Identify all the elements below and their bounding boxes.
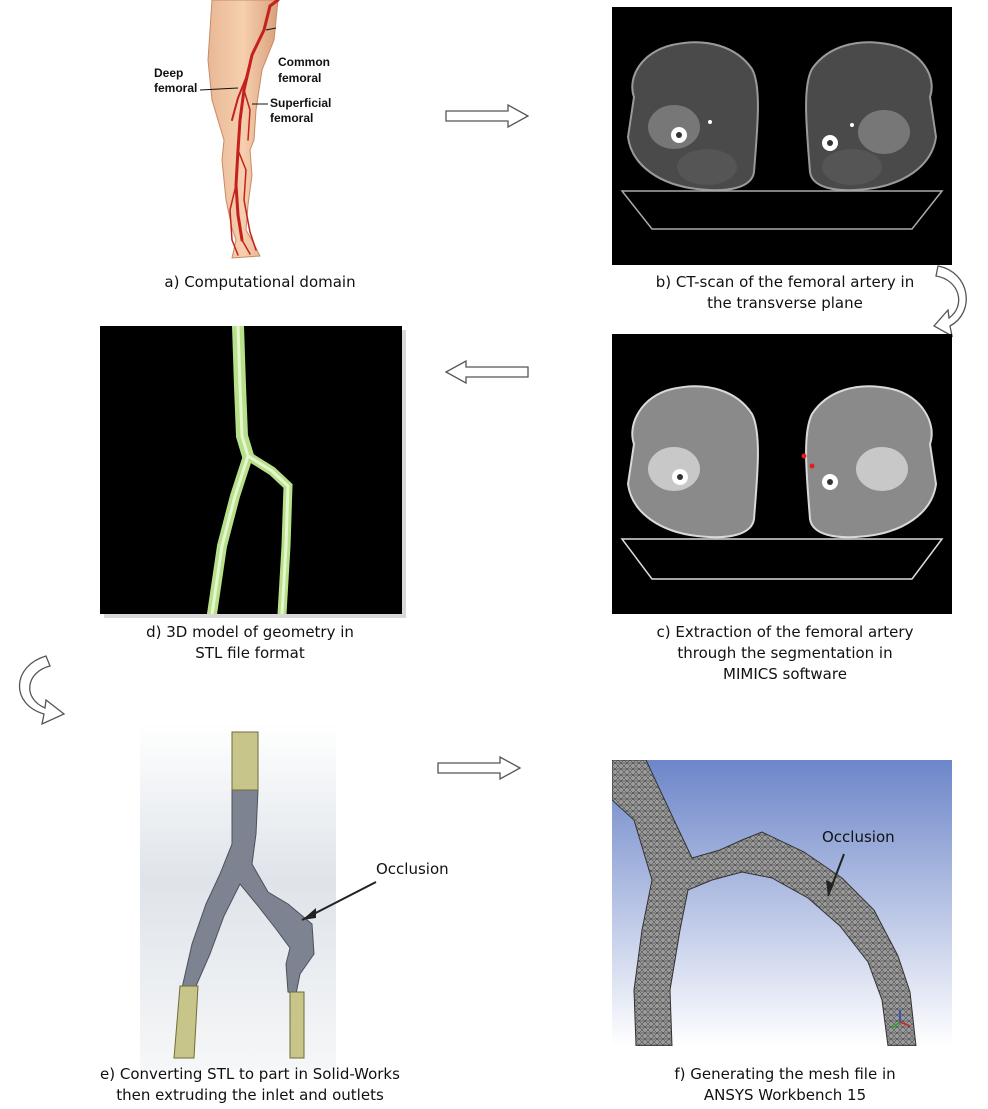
segmented-ct-image <box>612 334 952 614</box>
deep-femoral-label: Deep <box>154 66 183 80</box>
ct-scan-image <box>612 7 952 265</box>
caption-b: b) CT-scan of the femoral artery in the … <box>600 272 970 314</box>
solidworks-model-image: Occlusion <box>140 724 486 1070</box>
panel-a-leg-illustration: Deep femoral Common femoral Superficial … <box>150 0 360 262</box>
deep-femoral-label-2: femoral <box>154 81 197 95</box>
panel-b-ct-scan <box>612 7 952 265</box>
panel-d-3d-model <box>100 326 402 614</box>
occlusion-label-e: Occlusion <box>376 860 449 878</box>
caption-d: d) 3D model of geometry in STL file form… <box>90 622 410 664</box>
right-arrow-icon-2 <box>436 756 522 780</box>
curved-arrow-down-right-icon <box>8 652 68 732</box>
right-arrow-icon <box>444 104 530 128</box>
panel-e-solidworks-part: Occlusion <box>140 724 486 1070</box>
superficial-femoral-label: Superficial <box>270 96 331 110</box>
occlusion-label-f: Occlusion <box>822 828 895 846</box>
caption-e: e) Converting STL to part in Solid-Works… <box>60 1064 440 1106</box>
superficial-femoral-label-2: femoral <box>270 111 313 125</box>
panel-c-segmentation <box>612 334 952 614</box>
common-femoral-label-2: femoral <box>278 71 321 85</box>
left-arrow-icon <box>444 360 530 384</box>
panel-f-ansys-mesh: Occlusion <box>612 760 952 1046</box>
stl-model-image <box>100 326 402 614</box>
common-femoral-label: Common <box>278 55 330 69</box>
caption-c: c) Extraction of the femoral artery thro… <box>600 622 970 685</box>
caption-a: a) Computational domain <box>100 272 420 293</box>
mesh-image: Occlusion <box>612 760 952 1046</box>
leg-artery-drawing: Deep femoral Common femoral Superficial … <box>150 0 360 262</box>
caption-f: f) Generating the mesh file in ANSYS Wor… <box>600 1064 970 1106</box>
